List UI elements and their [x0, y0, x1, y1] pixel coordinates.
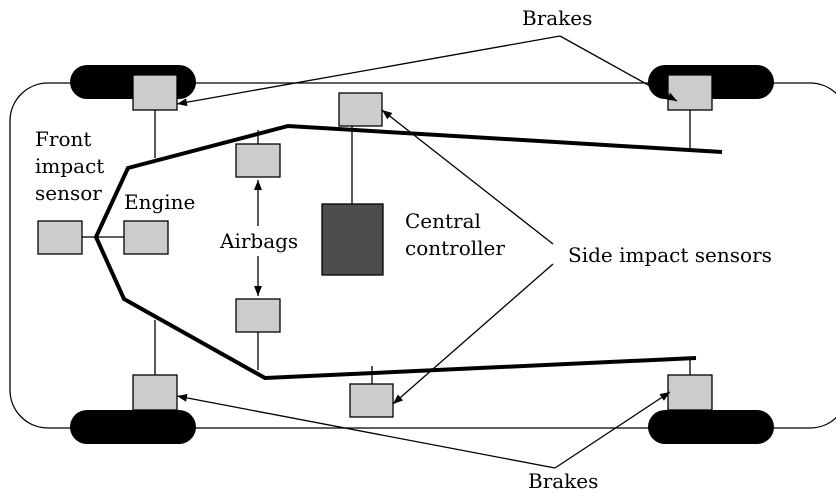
brake-front-right	[132, 374, 178, 411]
airbag-bottom	[235, 298, 281, 333]
arrow-brakes-bottom-left	[176, 393, 556, 469]
label-side-impact: Side impact sensors	[568, 243, 772, 267]
label-front-impact-1: Front	[35, 127, 91, 151]
label-brakes-bottom: Brakes	[528, 469, 598, 493]
side-impact-sensor-bottom	[349, 383, 394, 418]
brake-front-left	[132, 74, 178, 111]
arrow-brakes-top-left	[176, 35, 561, 107]
label-engine: Engine	[124, 190, 195, 214]
arrow-side-sensor-bottom	[392, 263, 554, 405]
brake-rear-left	[667, 74, 713, 111]
label-brakes-top: Brakes	[522, 6, 592, 30]
central-controller	[321, 203, 384, 276]
brake-rear-right	[667, 374, 713, 411]
side-impact-sensor-top	[338, 92, 383, 127]
wheel-front-right	[70, 410, 196, 444]
engine-unit	[123, 220, 169, 255]
label-central-2: controller	[405, 236, 505, 260]
label-front-impact-3: sensor	[35, 181, 102, 205]
arrow-side-sensor-top	[381, 109, 554, 245]
label-central-1: Central	[405, 209, 481, 233]
arrow-brakes-bottom-right	[554, 391, 671, 469]
front-impact-sensor	[37, 220, 83, 255]
car-body-outline	[9, 82, 836, 429]
wheel-rear-right	[648, 410, 774, 444]
label-front-impact-2: impact	[35, 154, 104, 178]
airbag-top	[235, 143, 281, 178]
arrow-brakes-top-right	[559, 35, 678, 102]
label-airbags: Airbags	[219, 229, 298, 253]
